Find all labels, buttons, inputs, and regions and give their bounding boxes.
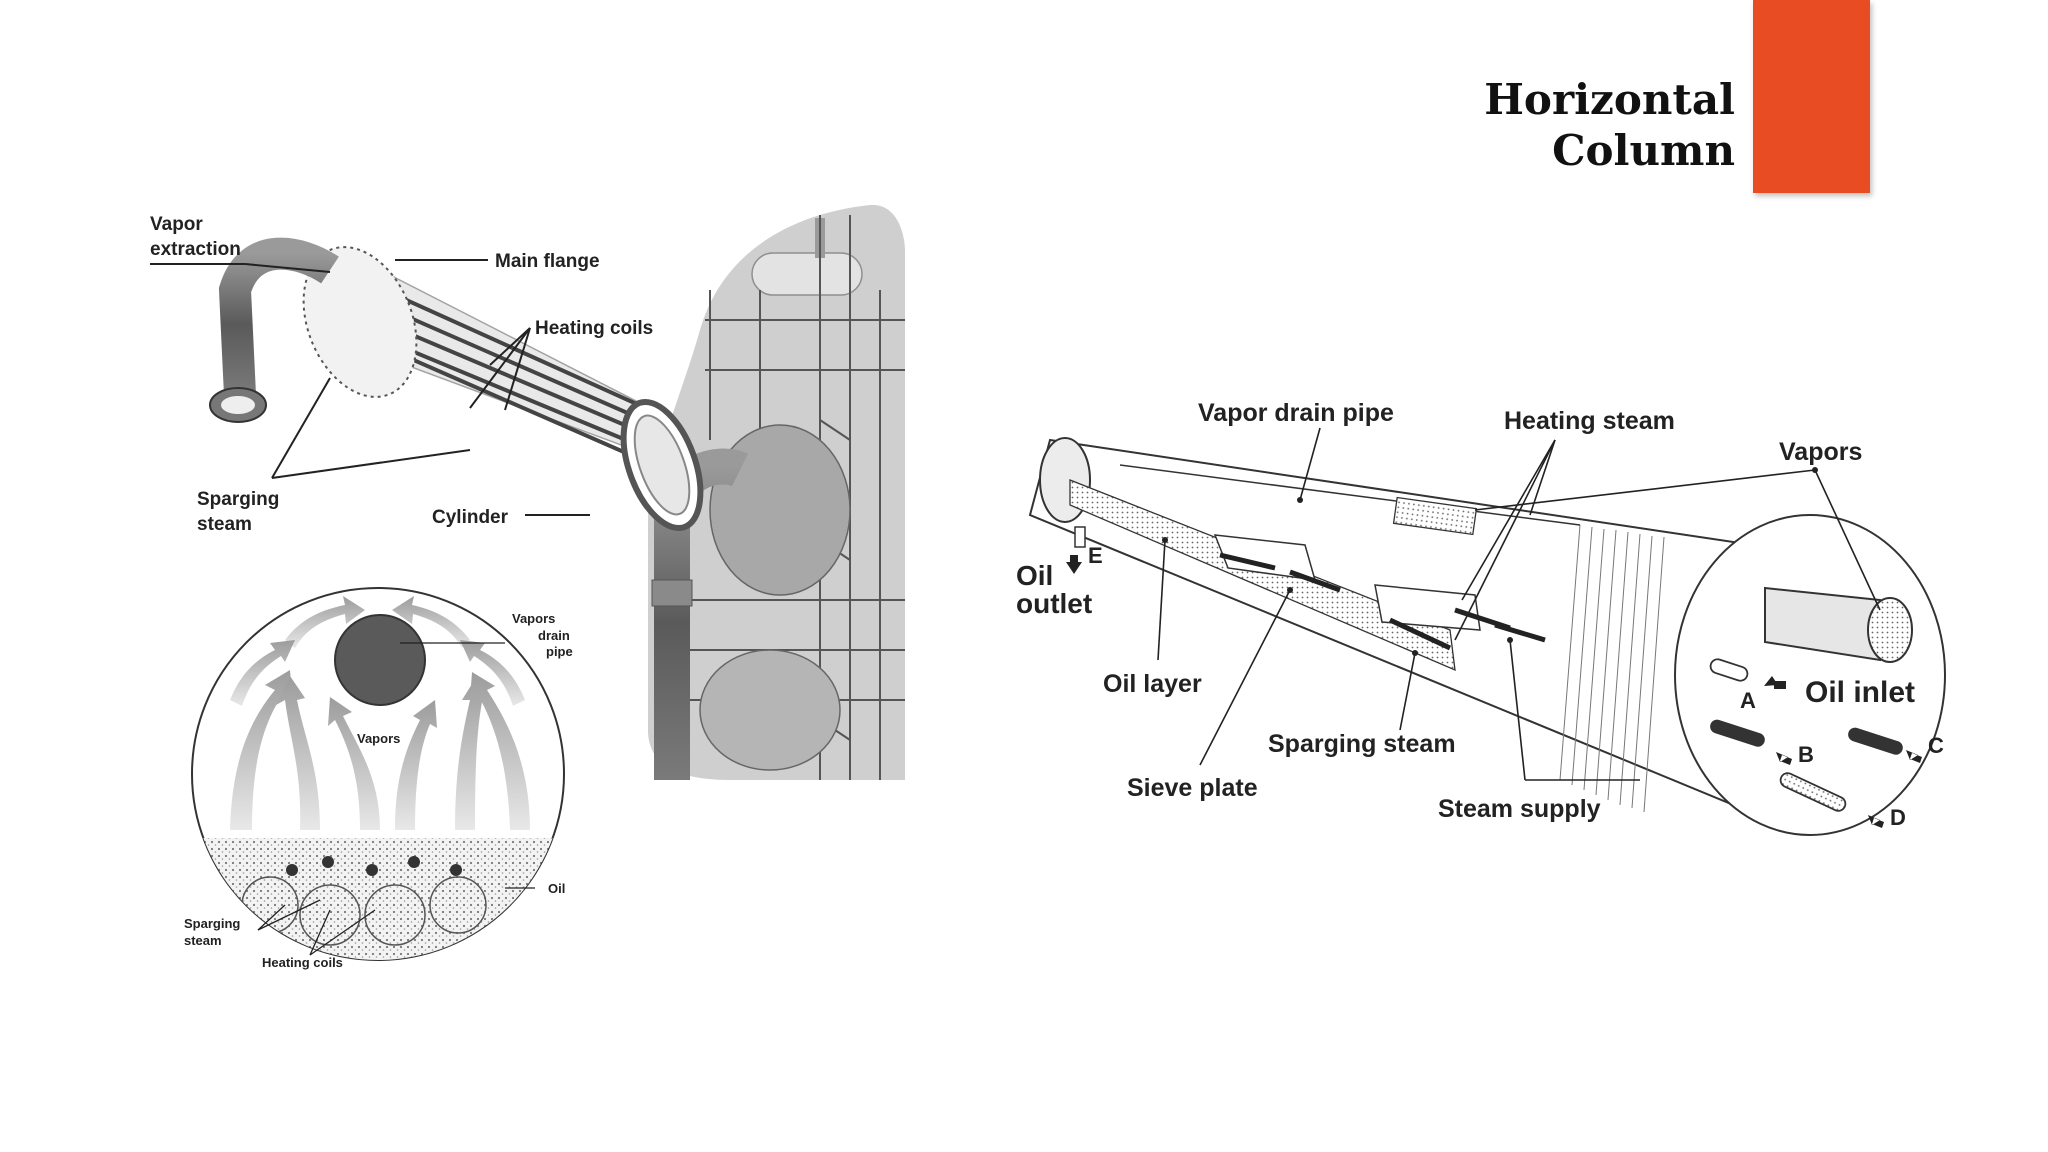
vessel-upper — [709, 424, 851, 596]
right-cutaway-figure: Vapor drain pipe Heating steam Vapors Oi… — [1016, 399, 1946, 836]
cross-section-leader-lines — [257, 642, 535, 956]
label-a: A — [1740, 688, 1756, 713]
cs-label-vapors-drain-pipe-2: drain — [538, 628, 570, 643]
title-line-1: Horizontal — [1484, 75, 1735, 124]
right-leader-lines — [1157, 427, 1881, 781]
title-line-2: Column — [1552, 126, 1735, 175]
oil-layer-section — [1069, 479, 1456, 672]
oil-layer — [192, 838, 564, 960]
flow-arrows — [1066, 555, 1922, 828]
vapor-extraction-pipe — [218, 237, 339, 396]
vessel-lower — [699, 649, 841, 771]
label-sparging-steam-line-2: steam — [197, 514, 252, 535]
label-vapors: Vapors — [1779, 438, 1862, 466]
label-sparging-steam-line-1: Sparging — [197, 489, 279, 510]
cs-label-vapors-drain-pipe-1: Vapors — [512, 611, 555, 626]
main-flange — [302, 246, 418, 398]
label-heating-coils: Heating coils — [535, 318, 653, 339]
label-b: B — [1798, 742, 1814, 767]
label-sieve-plate: Sieve plate — [1127, 774, 1258, 802]
vapor-drain-pipe-line — [1119, 464, 1581, 526]
label-sparging-steam: Sparging steam — [1268, 730, 1456, 758]
cylinder-end-face — [1674, 514, 1946, 836]
label-heating-steam: Heating steam — [1504, 407, 1675, 435]
label-vapor-drain-pipe: Vapor drain pipe — [1198, 399, 1394, 427]
heating-coil-circles — [286, 856, 462, 876]
label-oil-inlet: Oil inlet — [1805, 676, 1915, 709]
cs-label-sparging-steam-1: Sparging — [184, 916, 240, 931]
label-c: C — [1928, 733, 1944, 758]
left-leader-lines — [150, 259, 590, 516]
vapors-drain-pipe — [334, 614, 426, 706]
label-vapor-extraction-line-2: extraction — [150, 239, 241, 260]
label-main-flange: Main flange — [495, 251, 600, 272]
inlet-stubs — [1709, 658, 1903, 812]
vapor-arrows — [230, 596, 530, 830]
accent-bar — [1753, 0, 1870, 193]
left-photo-figure: Vapor extraction Main flange Heating coi… — [150, 204, 905, 780]
internal-pipes — [1219, 552, 1546, 651]
label-steam-supply: Steam supply — [1438, 795, 1601, 823]
cs-label-heating-coils: Heating coils — [262, 955, 343, 970]
label-d: D — [1890, 805, 1906, 830]
leader-dots — [1162, 467, 1818, 656]
slide-title: Horizontal Column — [1484, 74, 1735, 176]
label-cylinder: Cylinder — [432, 507, 509, 528]
cs-label-sparging-steam-2: steam — [184, 933, 222, 948]
cs-label-vapors-drain-pipe-3: pipe — [546, 644, 573, 659]
shell-hatch-band — [1559, 524, 1665, 813]
label-oil-outlet-line-1: Oil — [1016, 560, 1053, 591]
label-oil-layer: Oil layer — [1103, 670, 1202, 698]
sieve-plates — [1213, 534, 1481, 631]
label-vapor-extraction-line-1: Vapor — [150, 214, 203, 235]
cross-section-figure: Vapors drain pipe Vapors Oil Sparging st… — [184, 587, 573, 970]
cs-label-vapors: Vapors — [357, 731, 400, 746]
pipe-flange-band — [651, 579, 693, 607]
heating-steam-box — [1392, 496, 1478, 536]
vapors-outlet-pipe — [1764, 586, 1913, 663]
label-e: E — [1088, 543, 1103, 568]
label-oil-outlet-line-2: outlet — [1016, 588, 1092, 619]
cs-label-oil: Oil — [548, 881, 565, 896]
oil-outlet-nozzle — [1074, 526, 1086, 548]
